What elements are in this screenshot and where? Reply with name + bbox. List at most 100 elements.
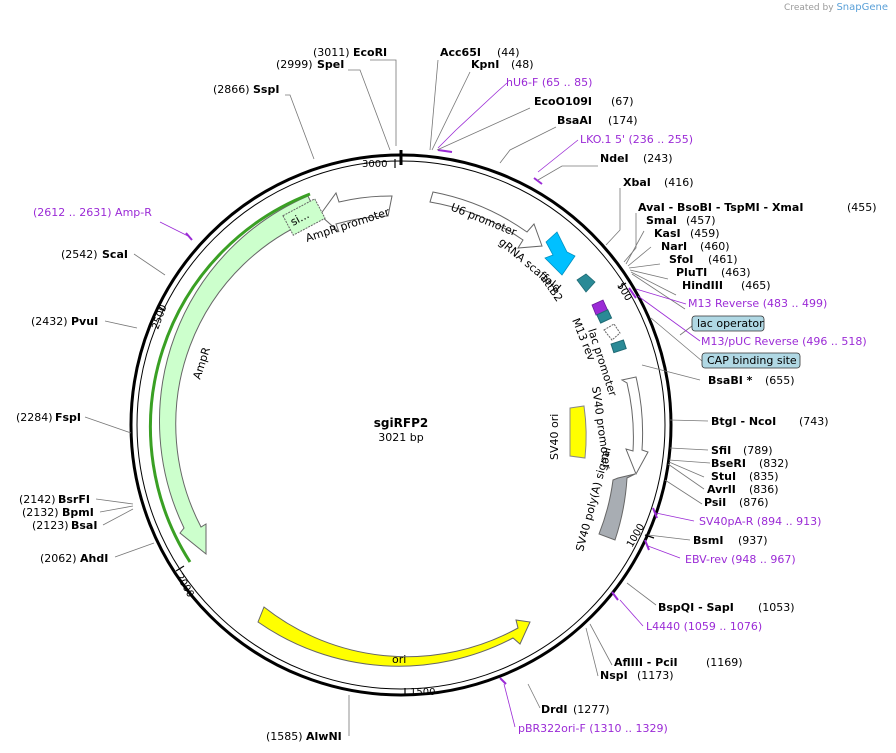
avai-name: AvaI - BsoBI - TspMI - XmaI <box>638 201 803 214</box>
lac-operator-mark[interactable] <box>596 309 613 324</box>
ampr-promoter-arrow[interactable] <box>319 191 393 233</box>
bsabi-pos: (655) <box>765 374 795 387</box>
nspi-name: NspI <box>600 669 628 682</box>
sfii-pos: (789) <box>743 444 773 457</box>
plasmid-length: 3021 bp <box>378 431 423 444</box>
ampr-highlight-arc <box>148 192 311 563</box>
ampr-arrow[interactable] <box>159 195 319 556</box>
ebvrev-primer: EBV-rev (948 .. 967) <box>685 553 796 566</box>
m13-puc-primer: M13/pUC Reverse (496 .. 518) <box>701 335 867 348</box>
site-labels: (3011) EcoRI (2999) SpeI (2866) SspI Acc… <box>16 46 877 743</box>
nspi-pos: (1173) <box>637 669 674 682</box>
pbr322-primer: pBR322ori-F (1310 .. 1329) <box>518 722 668 735</box>
sv40-ori-box[interactable] <box>569 405 587 459</box>
bpmi-pos: (2132) <box>22 506 59 519</box>
snapgene-logo: SnapGene <box>836 2 888 13</box>
l4440-primer: L4440 (1059 .. 1076) <box>646 620 762 633</box>
bsai-name: BsaI <box>71 519 97 532</box>
ndei-pos: (243) <box>643 152 673 165</box>
xbai-name: XbaI <box>623 176 651 189</box>
hu6f-primer: hU6-F (65 .. 85) <box>506 76 592 89</box>
tick-2000: 2000 <box>173 572 195 600</box>
smai-name: SmaI <box>646 214 677 227</box>
bspqi-pos: (1053) <box>758 601 795 614</box>
fspi-name: FspI <box>55 411 81 424</box>
tick-2500: 2500 <box>150 303 169 331</box>
cap-site-mark[interactable] <box>610 339 627 354</box>
smai-pos: (457) <box>686 214 716 227</box>
bsrfi-name: BsrFI <box>58 493 90 506</box>
grna-scaffold-arrow[interactable] <box>544 231 576 276</box>
ori-label: ori <box>392 653 406 666</box>
nari-name: NarI <box>661 240 687 253</box>
acc65i-pos: (44) <box>497 46 520 59</box>
tick-3000: 3000 <box>362 159 387 170</box>
primer-marks <box>185 149 658 685</box>
fspi-pos: (2284) <box>16 411 53 424</box>
bsmi-name: BsmI <box>693 534 724 547</box>
attb2-arrow[interactable] <box>576 273 596 293</box>
lac-operator-text: lac operator <box>697 317 764 330</box>
bpmi-name: BpmI <box>62 506 94 519</box>
afliii-pos: (1169) <box>706 656 743 669</box>
psii-name: PsiI <box>704 496 726 509</box>
ori-arrow[interactable] <box>257 606 531 667</box>
sfoi-name: SfoI <box>669 253 693 266</box>
sv40-ori-label: SV40 ori <box>548 414 561 460</box>
m13-reverse-primer: M13 Reverse (483 .. 499) <box>688 297 827 310</box>
sspi-name: SspI <box>253 83 279 96</box>
ndei-name: NdeI <box>600 152 629 165</box>
credit-prefix: Created by <box>784 3 834 13</box>
bseri-name: BseRI <box>711 457 746 470</box>
attb2-label: attB2 <box>538 272 566 304</box>
u6-promoter-arrow[interactable] <box>429 191 543 249</box>
kasi-pos: (459) <box>690 227 720 240</box>
avai-pos: (455) <box>847 201 877 214</box>
ampr-label: AmpR <box>190 345 213 381</box>
cap-site-text: CAP binding site <box>707 354 797 367</box>
spei-name: SpeI <box>317 58 344 71</box>
sgrna-site-box[interactable] <box>282 198 326 236</box>
pluti-name: PluTI <box>676 266 707 279</box>
acc65i-name: Acc65I <box>440 46 481 59</box>
cap-site-callout[interactable]: CAP binding site <box>701 352 801 369</box>
ecoo109i-pos: (67) <box>611 95 634 108</box>
bspqi-name: BspQI - SapI <box>658 601 734 614</box>
sspi-pos: (2866) <box>213 83 250 96</box>
kpni-pos: (48) <box>511 58 534 71</box>
sv40par-primer: SV40pA-R (894 .. 913) <box>699 515 821 528</box>
lac-operator-callout[interactable]: lac operator <box>691 315 765 332</box>
leader-lines <box>84 59 711 736</box>
xbai-pos: (416) <box>664 176 694 189</box>
avrii-name: AvrII <box>707 483 736 496</box>
snapgene-credit: Created by SnapGene <box>784 2 888 13</box>
sfoi-pos: (461) <box>708 253 738 266</box>
pluti-pos: (463) <box>721 266 751 279</box>
kpni-name: KpnI <box>471 58 499 71</box>
nari-pos: (460) <box>700 240 730 253</box>
pvui-name: PvuI <box>71 315 98 328</box>
ahdi-pos: (2062) <box>40 552 77 565</box>
sfii-name: SfiI <box>711 444 731 457</box>
psii-pos: (876) <box>739 496 769 509</box>
hindiii-pos: (465) <box>741 279 771 292</box>
tick-1500: 1500 <box>410 687 435 698</box>
tick-marks <box>157 159 655 696</box>
alwni-name: AlwNI <box>306 730 342 743</box>
alwni-pos: (1585) <box>266 730 303 743</box>
bsmi-pos: (937) <box>738 534 768 547</box>
hindiii-name: HindIII <box>682 279 723 292</box>
drdi-name: DrdI <box>541 703 568 716</box>
stui-pos: (835) <box>749 470 779 483</box>
afliii-name: AflIII - PciI <box>614 656 678 669</box>
sv40-promoter-arrow[interactable] <box>620 376 649 476</box>
stui-name: StuI <box>711 470 736 483</box>
avrii-pos: (836) <box>749 483 779 496</box>
lac-promoter-arrow[interactable] <box>603 323 621 341</box>
bsai-pos: (2123) <box>32 519 69 532</box>
plasmid-name: sgiRFP2 <box>374 416 428 430</box>
ecoo109i-name: EcoO109I <box>534 95 592 108</box>
sv40-polya-arrow[interactable] <box>598 473 636 541</box>
